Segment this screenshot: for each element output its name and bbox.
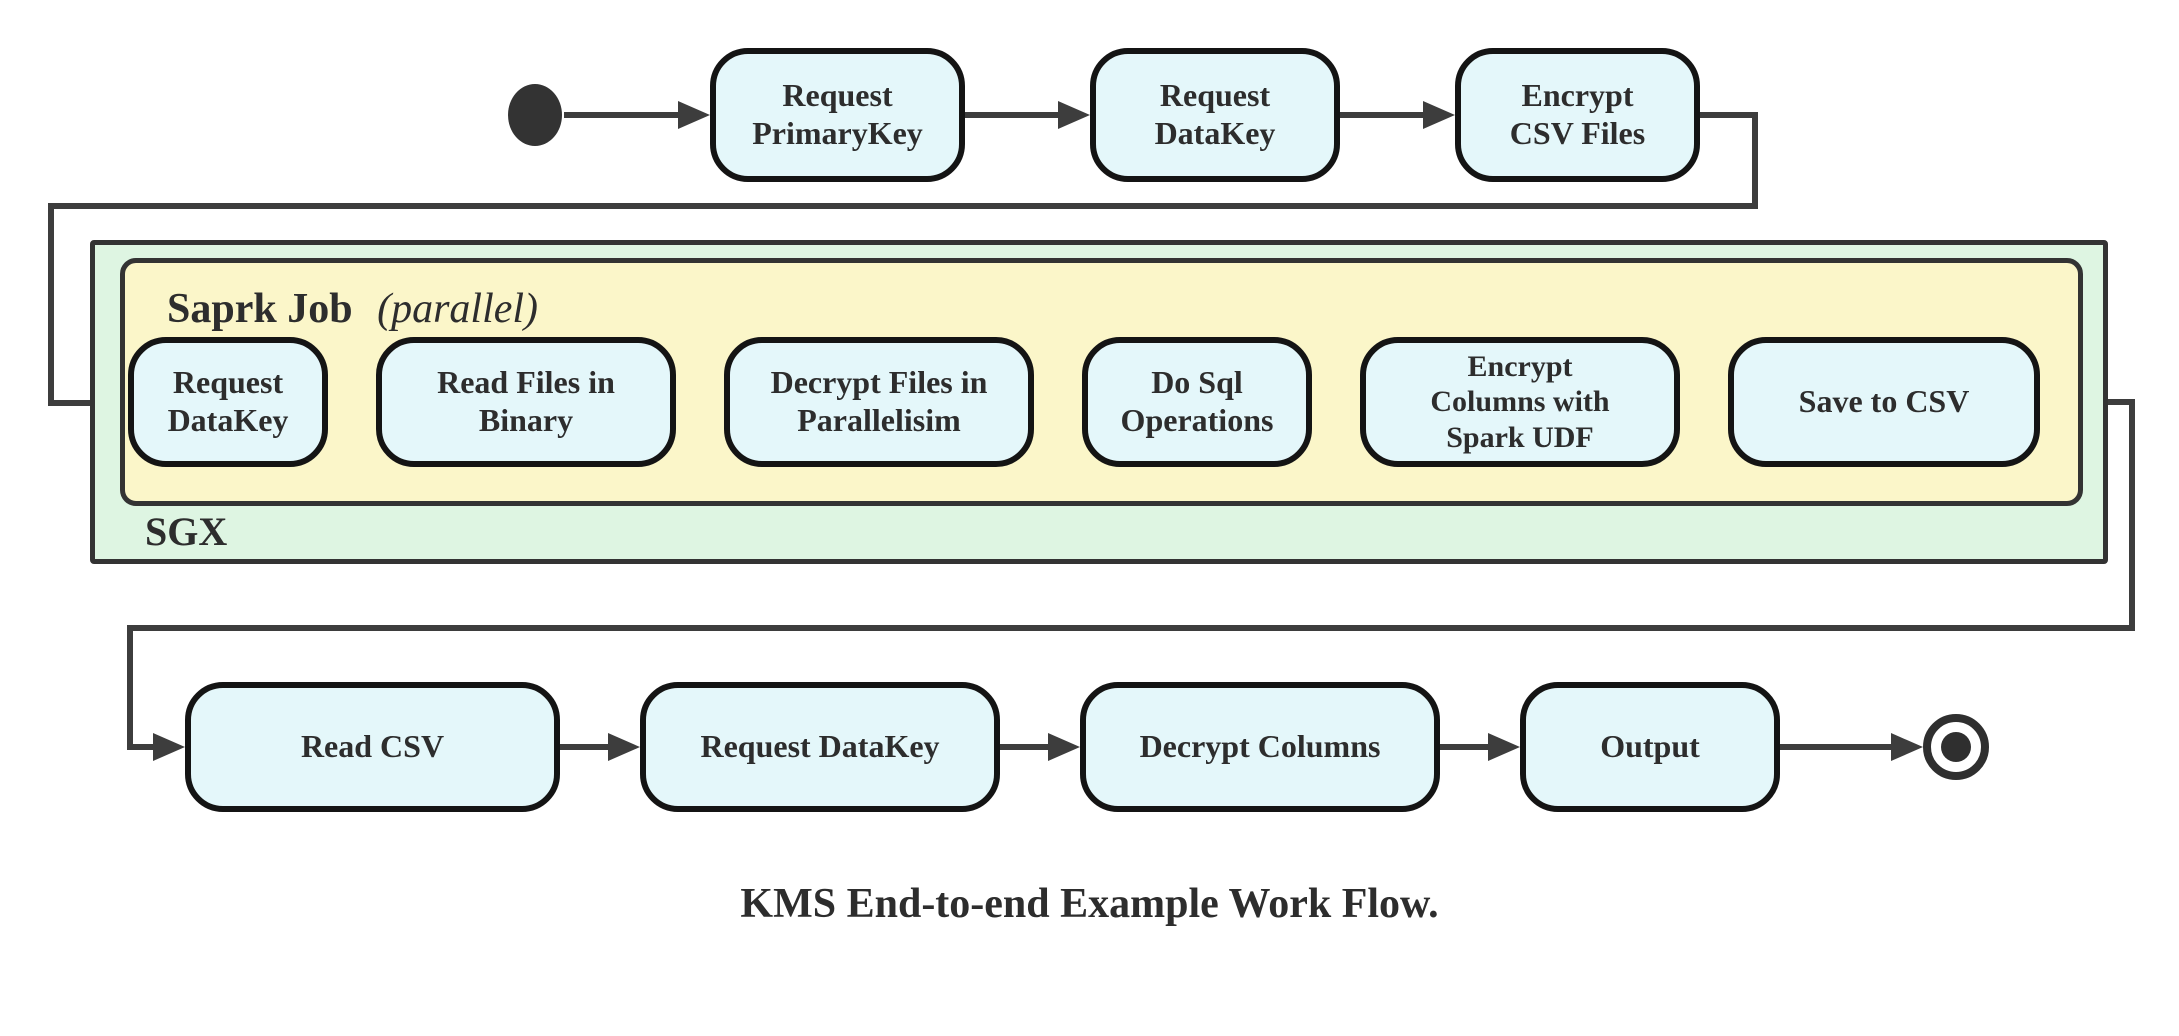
node-request-datakey-top: Request DataKey — [1090, 48, 1340, 182]
edge-output-to-end — [1780, 733, 1923, 761]
spark-job-label-name: Saprk Job — [167, 286, 353, 332]
diagram-caption: KMS End-to-end Example Work Flow. — [740, 881, 1439, 927]
start-node-icon — [508, 84, 562, 146]
edge-start-to-request-primarykey — [564, 101, 710, 129]
node-request-primarykey: Request PrimaryKey — [710, 48, 965, 182]
node-encrypt-csv-files: Encrypt CSV Files — [1455, 48, 1700, 182]
spark-job-label: Saprk Job (parallel) — [167, 285, 538, 333]
edge-request-primarykey-to-request-datakey — [965, 101, 1090, 129]
node-read-csv: Read CSV — [185, 682, 560, 812]
sgx-label: SGX — [145, 509, 228, 554]
edge-request-datakey-to-decrypt-columns — [1000, 733, 1080, 761]
edge-read-csv-to-request-datakey — [560, 733, 640, 761]
node-output: Output — [1520, 682, 1780, 812]
edge-request-datakey-to-encrypt-csv-files — [1340, 101, 1455, 129]
edge-save-csv-to-read-csv — [127, 399, 2135, 761]
node-save-to-csv: Save to CSV — [1728, 337, 2040, 467]
node-request-datakey-bottom: Request DataKey — [640, 682, 1000, 812]
edge-decrypt-columns-to-output — [1440, 733, 1520, 761]
node-do-sql-operations: Do Sql Operations — [1082, 337, 1312, 467]
node-encrypt-columns-with-spark-udf: Encrypt Columns with Spark UDF — [1360, 337, 1680, 467]
end-node-icon — [1923, 714, 1989, 780]
node-decrypt-columns: Decrypt Columns — [1080, 682, 1440, 812]
node-request-datakey-sgx: Request DataKey — [128, 337, 328, 467]
spark-job-label-parallel: (parallel) — [377, 286, 539, 332]
node-read-files-in-binary: Read Files in Binary — [376, 337, 676, 467]
node-decrypt-files-in-parallelisim: Decrypt Files in Parallelisim — [724, 337, 1034, 467]
